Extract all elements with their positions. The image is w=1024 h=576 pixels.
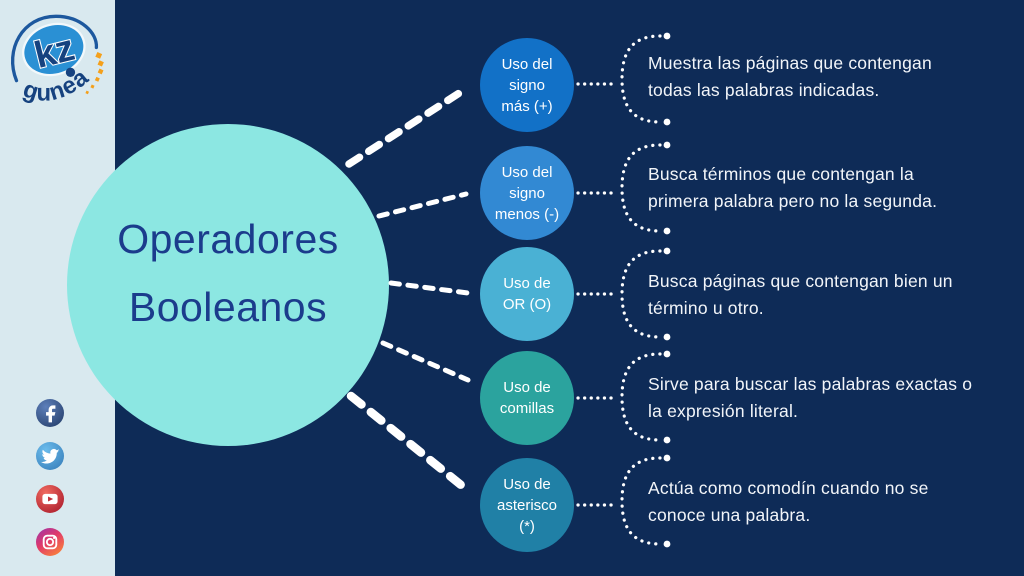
connector-line (388, 280, 471, 296)
node-label: Uso de OR (O) (502, 275, 552, 313)
connector-line (346, 391, 471, 494)
node-label: Uso de asterisco (*) (496, 475, 558, 535)
connector-line (376, 191, 469, 219)
connector-line (345, 86, 468, 168)
logo-dot (65, 67, 76, 78)
youtube-icon[interactable] (36, 485, 64, 513)
node-asterisco: Uso de asterisco (*) (480, 458, 574, 552)
node-or: Uso de OR (O) (480, 247, 574, 341)
description-signo-mas: Muestra las páginas que contengan todas … (648, 53, 932, 100)
node-signo-mas: Uso del signo más (+) (480, 38, 574, 132)
instagram-icon[interactable] (36, 528, 64, 556)
description-comillas: Sirve para buscar las palabras exactas o… (648, 374, 973, 421)
node-brace-links (576, 82, 618, 507)
node-comillas: Uso de comillas (480, 351, 574, 445)
node-label: Uso de comillas (499, 379, 555, 417)
description-or: Busca páginas que contengan bien un térm… (648, 271, 953, 318)
node-label: Uso del signo menos (-) (494, 163, 560, 223)
description-signo-menos: Busca términos que contengan la primera … (648, 164, 938, 211)
main-topic-circle: Operadores Booleanos (67, 124, 389, 446)
node-label: Uso del signo más (+) (501, 55, 553, 115)
logo-orange-dots (85, 51, 104, 95)
social-links (36, 399, 64, 556)
node-signo-menos: Uso del signo menos (-) (480, 146, 574, 240)
connector-line (380, 340, 471, 383)
logo-orbit-arc (11, 14, 99, 83)
description-asterisco: Actúa como comodín cuando no se conoce u… (648, 478, 929, 525)
page-title: Operadores Booleanos (117, 215, 339, 330)
kz-gunea-logo: kz gunea (11, 14, 104, 107)
facebook-icon[interactable] (36, 399, 64, 427)
twitter-icon[interactable] (36, 442, 64, 470)
logo-ellipse (22, 22, 86, 77)
